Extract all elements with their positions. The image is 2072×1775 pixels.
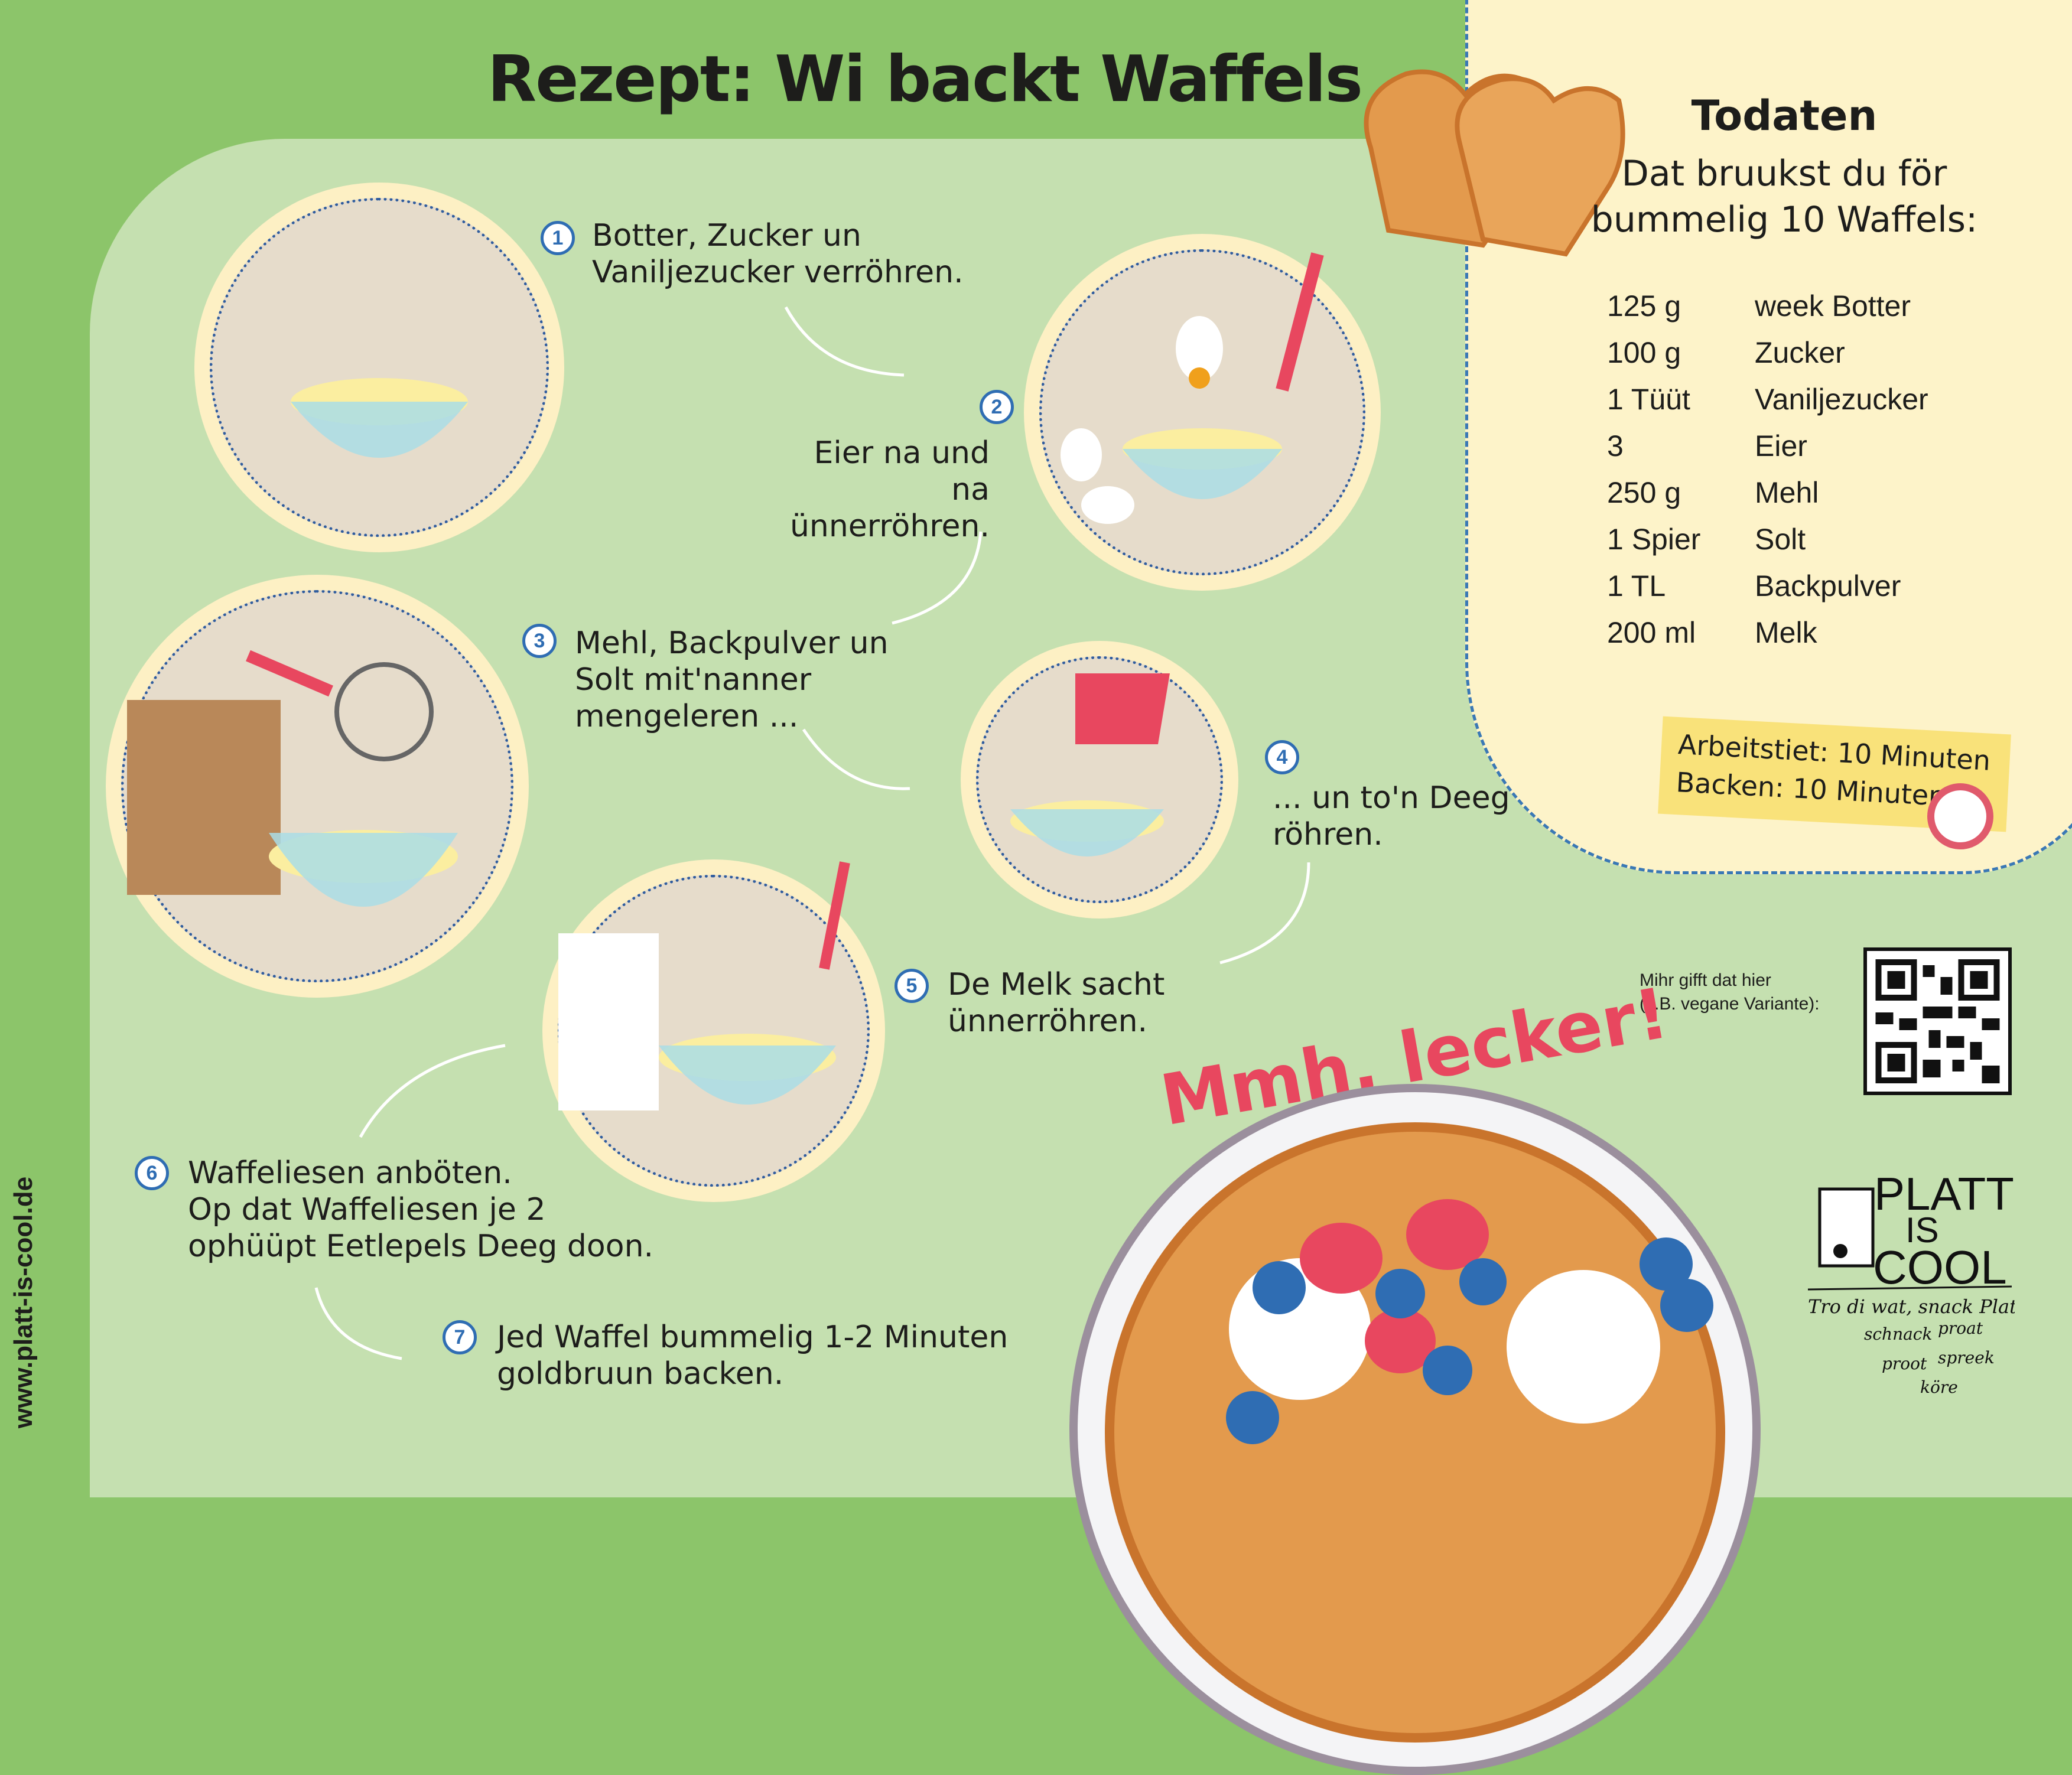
illustrations	[127, 69, 1625, 1360]
toppings-illustration	[1226, 1199, 1713, 1444]
svg-text:spreek: spreek	[1938, 1348, 1995, 1367]
step-2-number: 2	[980, 390, 1014, 424]
svg-text:schnack: schnack	[1864, 1324, 1932, 1344]
step-6-text: Waffeliesen anböten.Op dat Waffeliesen j…	[188, 1155, 654, 1264]
svg-text:PLATT: PLATT	[1874, 1168, 2014, 1220]
mixer-icon	[1010, 673, 1170, 856]
step-1-number: 1	[541, 221, 575, 255]
waffle-hearts-icon	[1364, 69, 1625, 257]
ingredients-title: Todaten	[1691, 92, 1878, 140]
arrow-icons	[314, 306, 1310, 1360]
qr-code[interactable]	[1863, 947, 2012, 1095]
step-6-number: 6	[135, 1156, 169, 1190]
more-info-text: Mihr gifft dat hier(z.B. vegane Variante…	[1640, 970, 1820, 1014]
svg-text:COOL: COOL	[1873, 1241, 2007, 1294]
step-3-number: 3	[522, 624, 557, 658]
svg-text:proot: proot	[1882, 1354, 1927, 1373]
step-5-number: 5	[894, 969, 929, 1003]
step-1-illustration	[194, 183, 564, 552]
svg-text:köre: köre	[1920, 1377, 1958, 1397]
svg-text:IS: IS	[1905, 1210, 1939, 1250]
step-2-illustration	[1024, 234, 1381, 591]
svg-text:proat: proat	[1938, 1318, 1983, 1338]
page-title: Rezept: Wi backt Waffels	[487, 43, 1363, 116]
eggs-whisk-icon	[1061, 252, 1324, 524]
svg-text:Tro di wat, snack Platt!: Tro di wat, snack Platt!	[1808, 1295, 2015, 1318]
step-4-illustration	[961, 641, 1238, 919]
step-7-number: 7	[443, 1320, 477, 1354]
clock-icon	[1927, 783, 1993, 849]
milk-icon	[558, 861, 850, 1110]
flour-sieve-icon	[127, 650, 458, 907]
step-4-number: 4	[1265, 740, 1299, 774]
platt-is-cool-logo: PLATT IS COOL Tro di wat, snack Platt! s…	[1807, 1162, 2032, 1425]
bowl-icon	[291, 378, 468, 458]
